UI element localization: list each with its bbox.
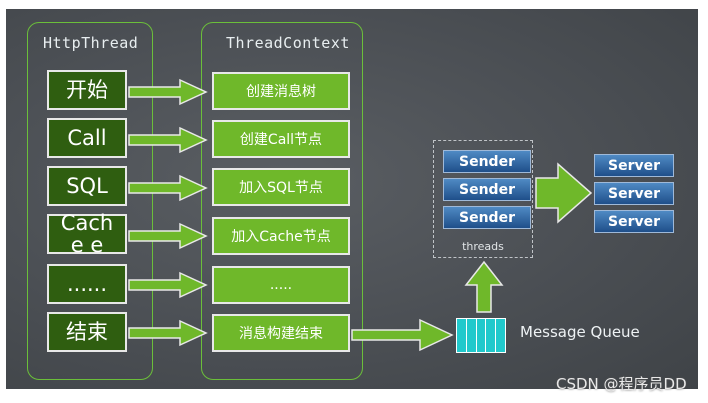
ctx-add-sql-node: 加入SQL节点 — [212, 168, 350, 206]
arrow-row-4 — [128, 222, 208, 250]
arrow-row-5 — [128, 271, 208, 299]
threads-group — [433, 140, 533, 258]
sender-3: Sender — [443, 206, 531, 229]
csdn-watermark: CSDN @程序员DD — [556, 375, 687, 393]
httpthread-lane — [27, 22, 153, 380]
ctx-create-call-node: 创建Call节点 — [212, 120, 350, 158]
threadcontext-lane — [201, 22, 363, 380]
threads-label: threads — [462, 240, 504, 253]
sender-1: Sender — [443, 150, 531, 173]
step-cache-label: Cache e — [60, 211, 114, 257]
step-start: 开始 — [47, 70, 127, 110]
step-ellipsis: ...... — [47, 264, 127, 304]
server-2: Server — [594, 182, 674, 205]
ctx-build-finished: 消息构建结束 — [212, 314, 350, 352]
arrow-to-queue — [351, 318, 454, 352]
ctx-create-tree: 创建消息树 — [212, 72, 350, 110]
server-3: Server — [594, 210, 674, 233]
message-queue-label: Message Queue — [520, 323, 640, 341]
arrow-row-6 — [128, 319, 208, 347]
httpthread-title: HttpThread — [43, 34, 139, 52]
arrow-row-3 — [128, 174, 208, 202]
step-end: 结束 — [47, 312, 127, 352]
ctx-add-cache-node: 加入Cache节点 — [212, 217, 350, 255]
step-cache: Cache e — [47, 211, 127, 257]
step-call: Call — [47, 118, 127, 158]
threadcontext-title: ThreadContext — [226, 34, 350, 52]
arrow-queue-up — [464, 260, 504, 313]
step-sql: SQL — [47, 166, 127, 206]
ctx-ellipsis: ..... — [212, 266, 350, 304]
sender-2: Sender — [443, 178, 531, 201]
message-queue-icon — [456, 318, 506, 353]
arrow-row-2 — [128, 126, 208, 154]
arrow-to-servers — [535, 162, 593, 224]
server-1: Server — [594, 154, 674, 177]
arrow-row-1 — [128, 78, 208, 106]
